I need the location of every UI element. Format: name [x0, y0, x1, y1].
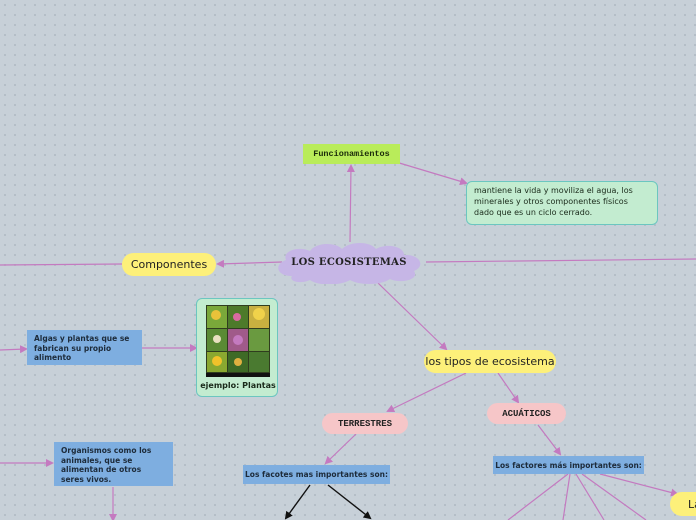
- plants-image-caption: ejemplo: Plantas: [197, 381, 279, 390]
- cut-off-node[interactable]: La: [670, 492, 696, 516]
- factores-terrestres-node[interactable]: Los facotes mas importantes son:: [243, 465, 390, 484]
- central-topic-label: LOS ECOSISTEMAS: [270, 240, 428, 284]
- componentes-node[interactable]: Componentes: [122, 253, 216, 276]
- acuaticos-node[interactable]: ACUÁTICOS: [487, 403, 566, 424]
- plants-photo-grid: [206, 305, 270, 377]
- central-topic[interactable]: LOS ECOSISTEMAS: [270, 240, 428, 284]
- cut-off-node-label: La: [688, 498, 696, 511]
- funcionamientos-description[interactable]: mantiene la vida y moviliza el agua, los…: [466, 181, 658, 225]
- algas-node[interactable]: Algas y plantas que se fabrican su propi…: [27, 330, 142, 365]
- tipos-ecosistema-node[interactable]: los tipos de ecosistema: [424, 350, 556, 373]
- terrestres-node[interactable]: TERRESTRES: [322, 413, 408, 434]
- funcionamientos-node[interactable]: Funcionamientos: [303, 144, 400, 164]
- organismos-node[interactable]: Organismos como los animales, que se ali…: [54, 442, 173, 486]
- factores-acuaticos-node[interactable]: Los factores más importantes son:: [493, 456, 644, 474]
- plants-image-card[interactable]: ejemplo: Plantas: [196, 298, 278, 397]
